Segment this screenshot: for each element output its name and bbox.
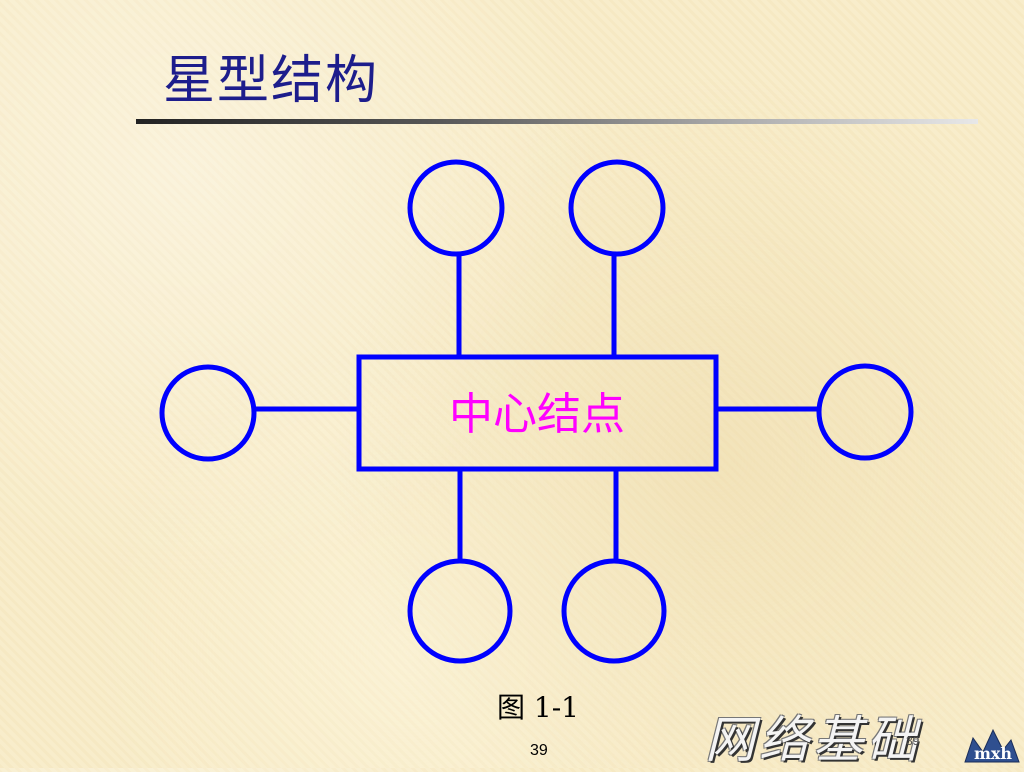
center-node-label: 中心结点 bbox=[449, 389, 625, 440]
node-right bbox=[816, 363, 914, 461]
node-top-left bbox=[407, 159, 505, 257]
page-number-secondary: 39 bbox=[906, 734, 920, 748]
title-underline bbox=[136, 119, 978, 124]
center-node-box bbox=[356, 354, 719, 472]
node-left bbox=[159, 364, 257, 462]
page-number: 39 bbox=[530, 742, 548, 759]
node-bottom-left bbox=[407, 558, 513, 664]
logo-text: mxh bbox=[974, 744, 1012, 763]
mxh-logo-icon: mxh bbox=[964, 728, 1020, 763]
course-watermark: 网络基础 bbox=[705, 711, 921, 769]
slide-title: 星型结构 bbox=[163, 51, 380, 111]
node-top-right bbox=[568, 159, 666, 257]
figure-caption: 图 1-1 bbox=[497, 691, 579, 724]
node-bottom-right bbox=[561, 558, 667, 664]
